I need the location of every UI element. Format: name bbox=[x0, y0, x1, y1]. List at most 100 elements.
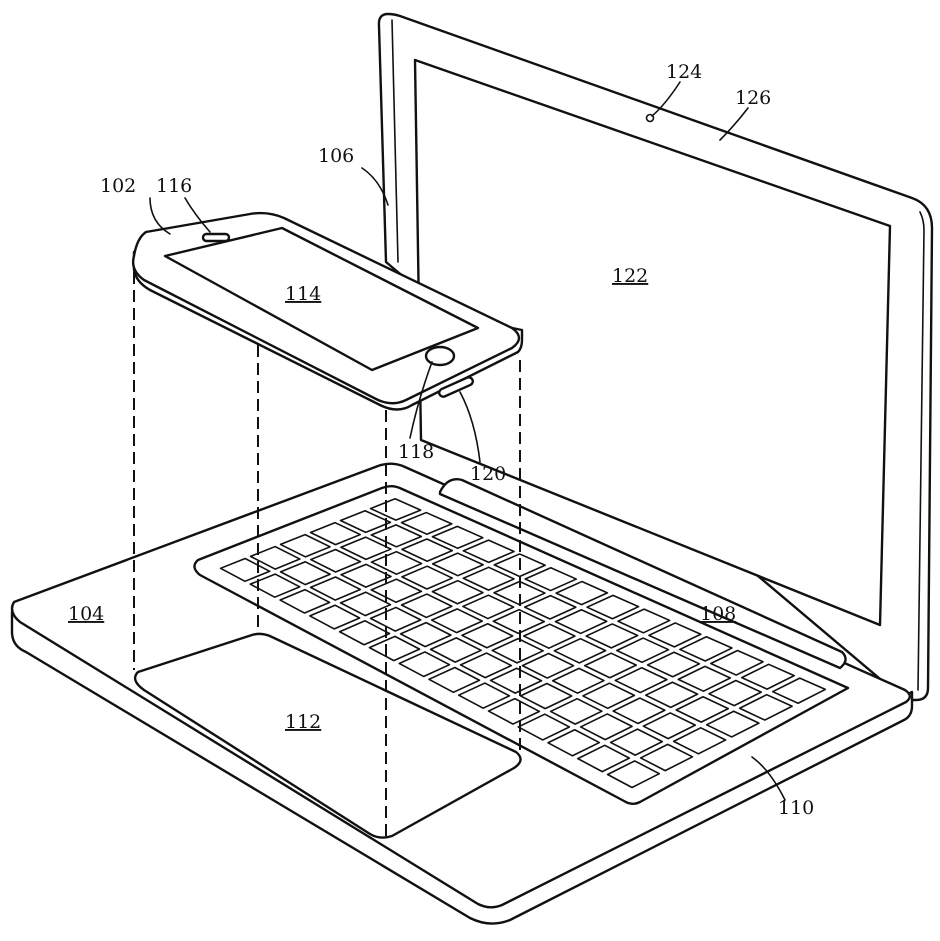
keyboard-key bbox=[519, 682, 573, 710]
keyboard-key bbox=[771, 677, 827, 705]
label-104: 104 bbox=[68, 603, 104, 625]
keyboard-key bbox=[279, 560, 331, 586]
keyboard-key bbox=[401, 538, 454, 563]
keyboard-key bbox=[457, 682, 511, 709]
keyboard-key bbox=[370, 578, 423, 604]
keyboard-key bbox=[740, 663, 795, 690]
keyboard-key bbox=[517, 713, 571, 741]
phone bbox=[131, 211, 524, 411]
keyboard-key bbox=[459, 652, 513, 679]
keyboard-key bbox=[577, 744, 631, 773]
keyboard-key bbox=[675, 695, 730, 723]
keyboard-key bbox=[430, 608, 484, 634]
keyboard-key bbox=[487, 697, 541, 725]
label-118: 118 bbox=[398, 441, 434, 463]
keyboard-key bbox=[614, 666, 668, 694]
label-126: 126 bbox=[735, 87, 771, 109]
keyboard-key bbox=[554, 608, 608, 635]
keyboard-key bbox=[370, 550, 423, 575]
keyboard-key bbox=[462, 594, 515, 620]
label-116: 116 bbox=[156, 175, 192, 197]
keyboard-key bbox=[644, 681, 699, 709]
label-110: 110 bbox=[778, 797, 814, 819]
keyboard-key bbox=[524, 566, 578, 592]
keyboard-key bbox=[431, 579, 484, 605]
keyboard-key bbox=[369, 497, 422, 521]
keyboard-key bbox=[309, 548, 362, 573]
keyboard-key bbox=[549, 697, 603, 725]
leader-lines bbox=[149, 81, 786, 801]
keyboard-key bbox=[642, 712, 697, 740]
keyboard-key bbox=[677, 665, 732, 693]
keyboard-key bbox=[639, 743, 694, 772]
keyboard-key bbox=[428, 666, 481, 694]
laptop-lid bbox=[377, 12, 934, 702]
keyboard-key bbox=[705, 710, 760, 738]
label-114: 114 bbox=[285, 283, 321, 305]
keyboard-key bbox=[431, 552, 484, 577]
keyboard-key bbox=[617, 608, 671, 634]
keyboard-key bbox=[612, 697, 666, 725]
hinge bbox=[438, 478, 847, 670]
keyboard-key bbox=[606, 760, 661, 789]
keyboard-key bbox=[400, 593, 453, 619]
keyboard-key bbox=[339, 591, 392, 617]
keyboard-key bbox=[710, 649, 764, 676]
keyboard-key bbox=[340, 536, 392, 561]
keyboard-key bbox=[679, 635, 733, 662]
keyboard-key bbox=[462, 566, 515, 591]
keyboard-key bbox=[523, 623, 576, 649]
keyboard-key bbox=[401, 565, 454, 590]
keyboard-key bbox=[309, 521, 362, 546]
keyboard-key bbox=[461, 622, 514, 649]
keyboard-key bbox=[462, 539, 515, 564]
keyboard-key bbox=[586, 594, 640, 620]
keyboard-key bbox=[672, 726, 727, 755]
keyboard-key bbox=[369, 606, 422, 632]
label-108: 108 bbox=[700, 603, 736, 625]
keyboard-key bbox=[582, 682, 636, 710]
keys bbox=[219, 497, 827, 789]
keyboard-key bbox=[521, 652, 575, 679]
keyboard-key bbox=[551, 667, 605, 694]
keyboard-key bbox=[646, 651, 701, 678]
keyboard-key bbox=[219, 557, 271, 583]
keyboard-key bbox=[339, 509, 392, 534]
label-102: 102 bbox=[100, 175, 136, 197]
keyboard-key bbox=[309, 576, 362, 601]
label-124: 124 bbox=[666, 61, 702, 83]
reference-labels: 102 116 106 124 126 122 114 118 120 104 … bbox=[68, 61, 814, 819]
keyboard-key bbox=[547, 728, 601, 757]
keyboard-key bbox=[399, 621, 452, 648]
trackpad bbox=[133, 632, 522, 839]
keyboard-key bbox=[400, 511, 453, 536]
keyboard-key bbox=[708, 679, 762, 707]
keyboard-key bbox=[579, 713, 633, 741]
label-120: 120 bbox=[470, 463, 506, 485]
keyboard-key bbox=[583, 652, 638, 679]
label-122: 122 bbox=[612, 265, 648, 287]
keyboard-key bbox=[338, 619, 391, 646]
keyboard-key bbox=[489, 667, 543, 694]
keyboard-key bbox=[609, 728, 664, 756]
keyboard-key bbox=[491, 637, 544, 664]
keyboard-key bbox=[368, 635, 421, 662]
keyboard-key bbox=[398, 651, 451, 678]
keyboard-key bbox=[523, 594, 577, 620]
keyboard-key bbox=[616, 637, 670, 664]
home-button bbox=[424, 345, 456, 367]
keyboard-key bbox=[429, 637, 482, 663]
keyboard-key bbox=[370, 524, 423, 548]
keyboard-key bbox=[340, 563, 392, 588]
keyboard-key bbox=[648, 622, 702, 648]
camera-icon bbox=[645, 113, 655, 123]
laptop-base bbox=[10, 462, 914, 925]
keyboard-key bbox=[492, 608, 546, 635]
projection-lines bbox=[133, 272, 521, 836]
speaker-slot bbox=[201, 232, 231, 243]
keyboard-key bbox=[553, 637, 607, 664]
keyboard-key bbox=[555, 580, 609, 606]
keyboard-key bbox=[738, 693, 793, 721]
